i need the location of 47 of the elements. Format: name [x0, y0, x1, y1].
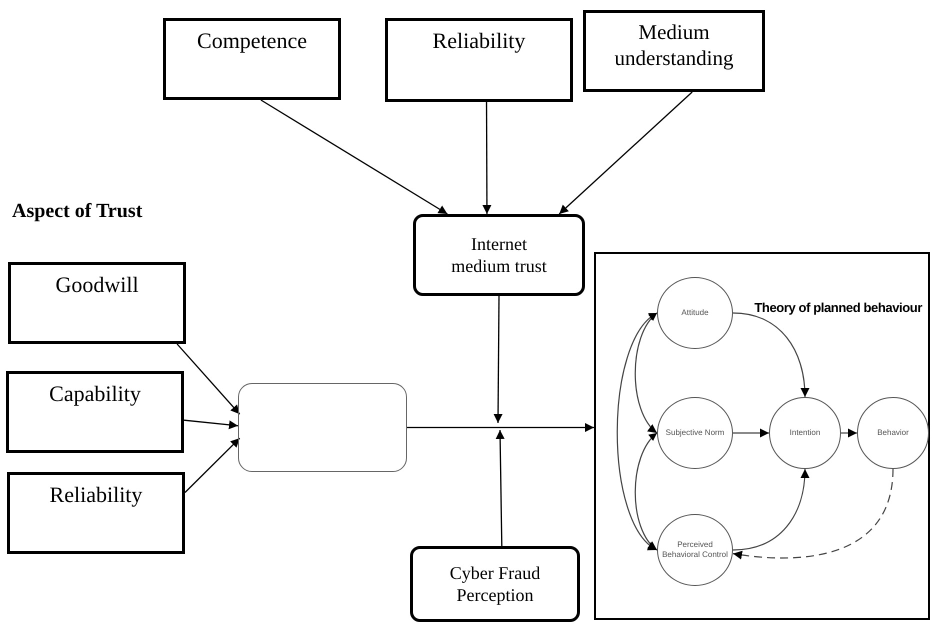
dashed-arrow	[732, 468, 894, 560]
arrow	[494, 296, 503, 423]
factor-box	[583, 10, 765, 92]
arrow	[184, 420, 238, 430]
model-panel	[594, 252, 930, 620]
section-heading: Aspect of Trust	[12, 200, 142, 223]
box-label: Reliability	[432, 27, 526, 54]
construct-label: Attitude	[681, 308, 709, 318]
arrow	[496, 430, 505, 546]
construct-circle	[657, 514, 733, 586]
factor-box	[385, 18, 573, 102]
rounded-box	[410, 546, 580, 622]
factor-box	[7, 472, 185, 554]
box-label: Internet medium trust	[450, 232, 548, 278]
arrow	[482, 102, 492, 214]
construct-circle	[657, 397, 733, 469]
factor-box	[8, 262, 186, 344]
construct-circle	[857, 397, 929, 469]
factor-box	[163, 18, 341, 100]
arrow	[176, 344, 240, 415]
arrow	[407, 423, 594, 432]
box-label: Cyber Fraud Perception	[448, 562, 542, 606]
arrow	[634, 312, 658, 434]
arrow	[732, 312, 810, 398]
factor-box	[6, 371, 184, 453]
box-label: Medium understanding	[614, 19, 734, 72]
empty-rounded-box	[238, 383, 407, 472]
construct-label: Perceived Behavioral Control	[662, 540, 728, 560]
panel-title: Theory of planned behaviour	[754, 300, 922, 315]
arrow	[732, 468, 810, 551]
arrow	[634, 432, 658, 550]
box-label: Reliability	[50, 481, 142, 508]
arrow	[260, 99, 448, 215]
construct-circle	[769, 397, 841, 469]
rounded-box	[413, 214, 585, 296]
box-label: Competence	[197, 27, 307, 54]
box-label: Capability	[49, 380, 141, 408]
box-label: Goodwill	[55, 271, 139, 298]
construct-label: Intention	[790, 428, 820, 438]
construct-label: Behavior	[877, 428, 909, 438]
construct-label: Subjective Norm	[666, 428, 724, 438]
arrow	[184, 438, 240, 493]
arrow	[616, 312, 658, 550]
construct-circle	[657, 277, 733, 349]
arrow	[733, 428, 769, 438]
arrow	[558, 92, 693, 214]
arrow	[841, 428, 857, 438]
